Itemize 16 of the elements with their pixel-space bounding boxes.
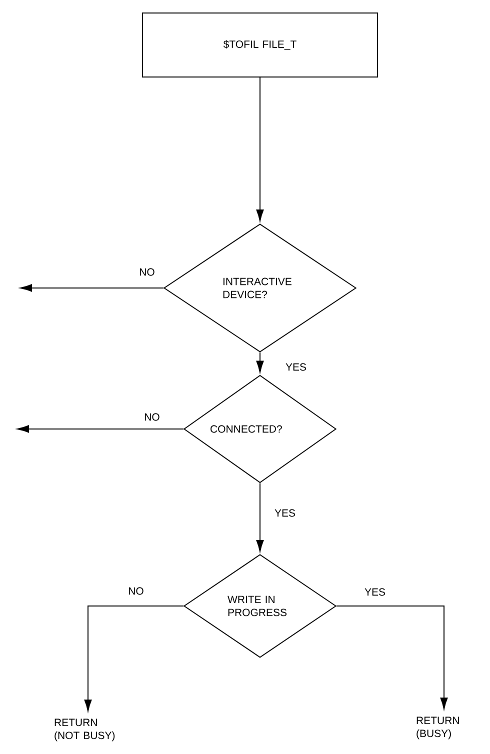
arrow [256, 352, 264, 373]
return-text: RETURN (NOT BUSY) [54, 718, 115, 742]
edge-label: YES [274, 508, 296, 518]
arrow [84, 606, 184, 712]
arrow [336, 606, 448, 710]
process-box: $TOFIL FILE_T [142, 12, 378, 78]
return-text: RETURN (BUSY) [416, 716, 459, 740]
edge-label: NO [127, 586, 145, 596]
arrow [256, 482, 264, 552]
edge-label: NO [143, 412, 161, 422]
arrow [20, 284, 164, 292]
edge-label: YES [284, 362, 308, 372]
edge-label: YES [364, 587, 386, 597]
arrow [17, 425, 184, 433]
arrow [256, 77, 264, 222]
edge-label: NO [138, 267, 156, 277]
